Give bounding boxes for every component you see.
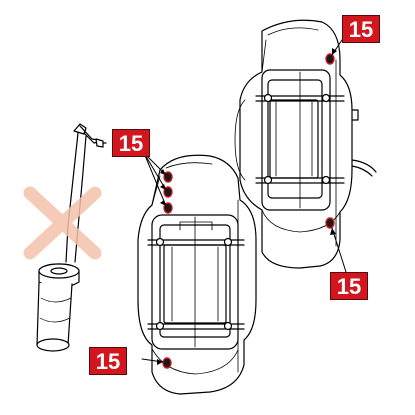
screw-rear-top	[325, 53, 335, 65]
screw-lower-left	[162, 357, 172, 369]
front-brake-caliper	[137, 154, 257, 395]
callout-label-front-lower-screw: 15	[89, 347, 127, 375]
rear-brake-caliper	[234, 19, 377, 269]
callout-label-rear-top-screw: 15	[342, 15, 380, 43]
red-x-icon	[23, 186, 102, 260]
torque-wrench-icon	[36, 123, 107, 352]
callout-label-upper-screws: 15	[112, 129, 150, 157]
callout-label-rear-lower-screw: 15	[330, 272, 368, 300]
screw-rear-right	[325, 217, 335, 229]
